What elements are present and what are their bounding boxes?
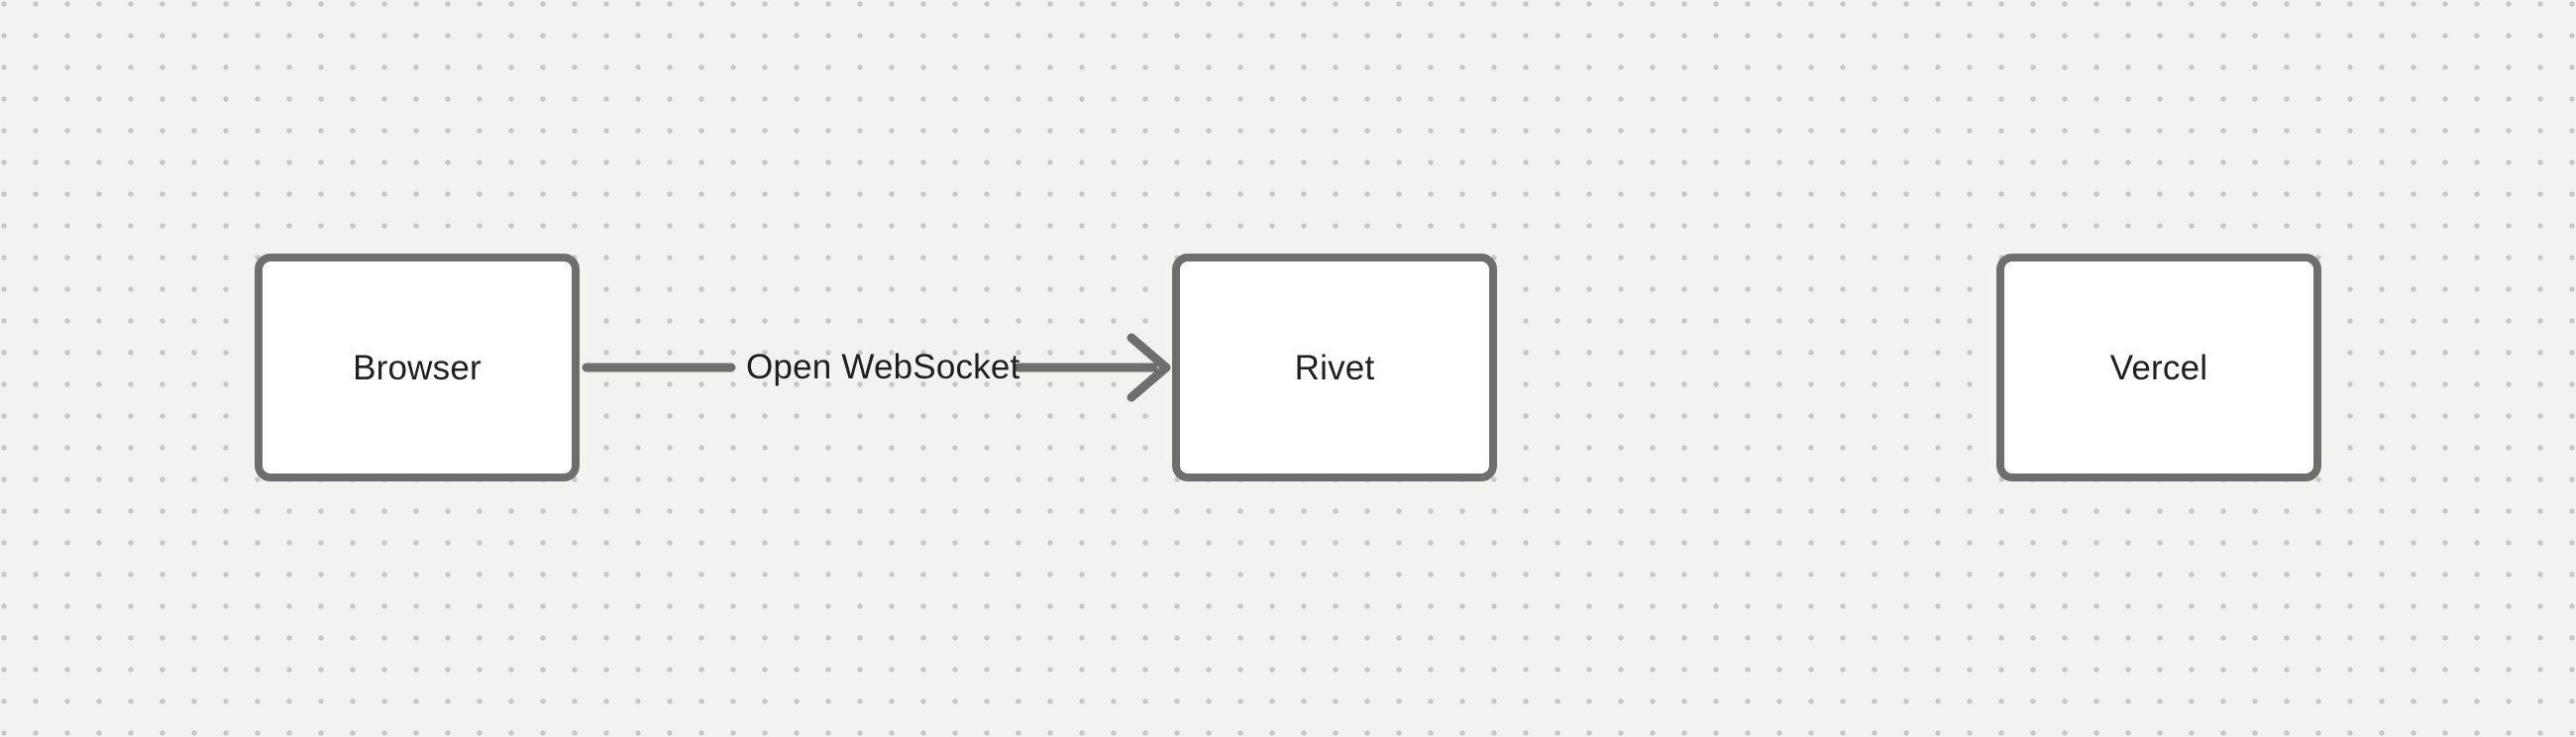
node-browser-label: Browser [353,348,482,387]
node-vercel-label: Vercel [2109,348,2208,387]
node-browser[interactable]: Browser [255,254,580,481]
node-rivet-label: Rivet [1294,348,1375,387]
node-rivet[interactable]: Rivet [1172,254,1497,481]
arrowhead-icon [1127,333,1171,402]
node-vercel[interactable]: Vercel [1996,254,2321,481]
edge-label-open-websocket[interactable]: Open WebSocket [746,348,1020,386]
